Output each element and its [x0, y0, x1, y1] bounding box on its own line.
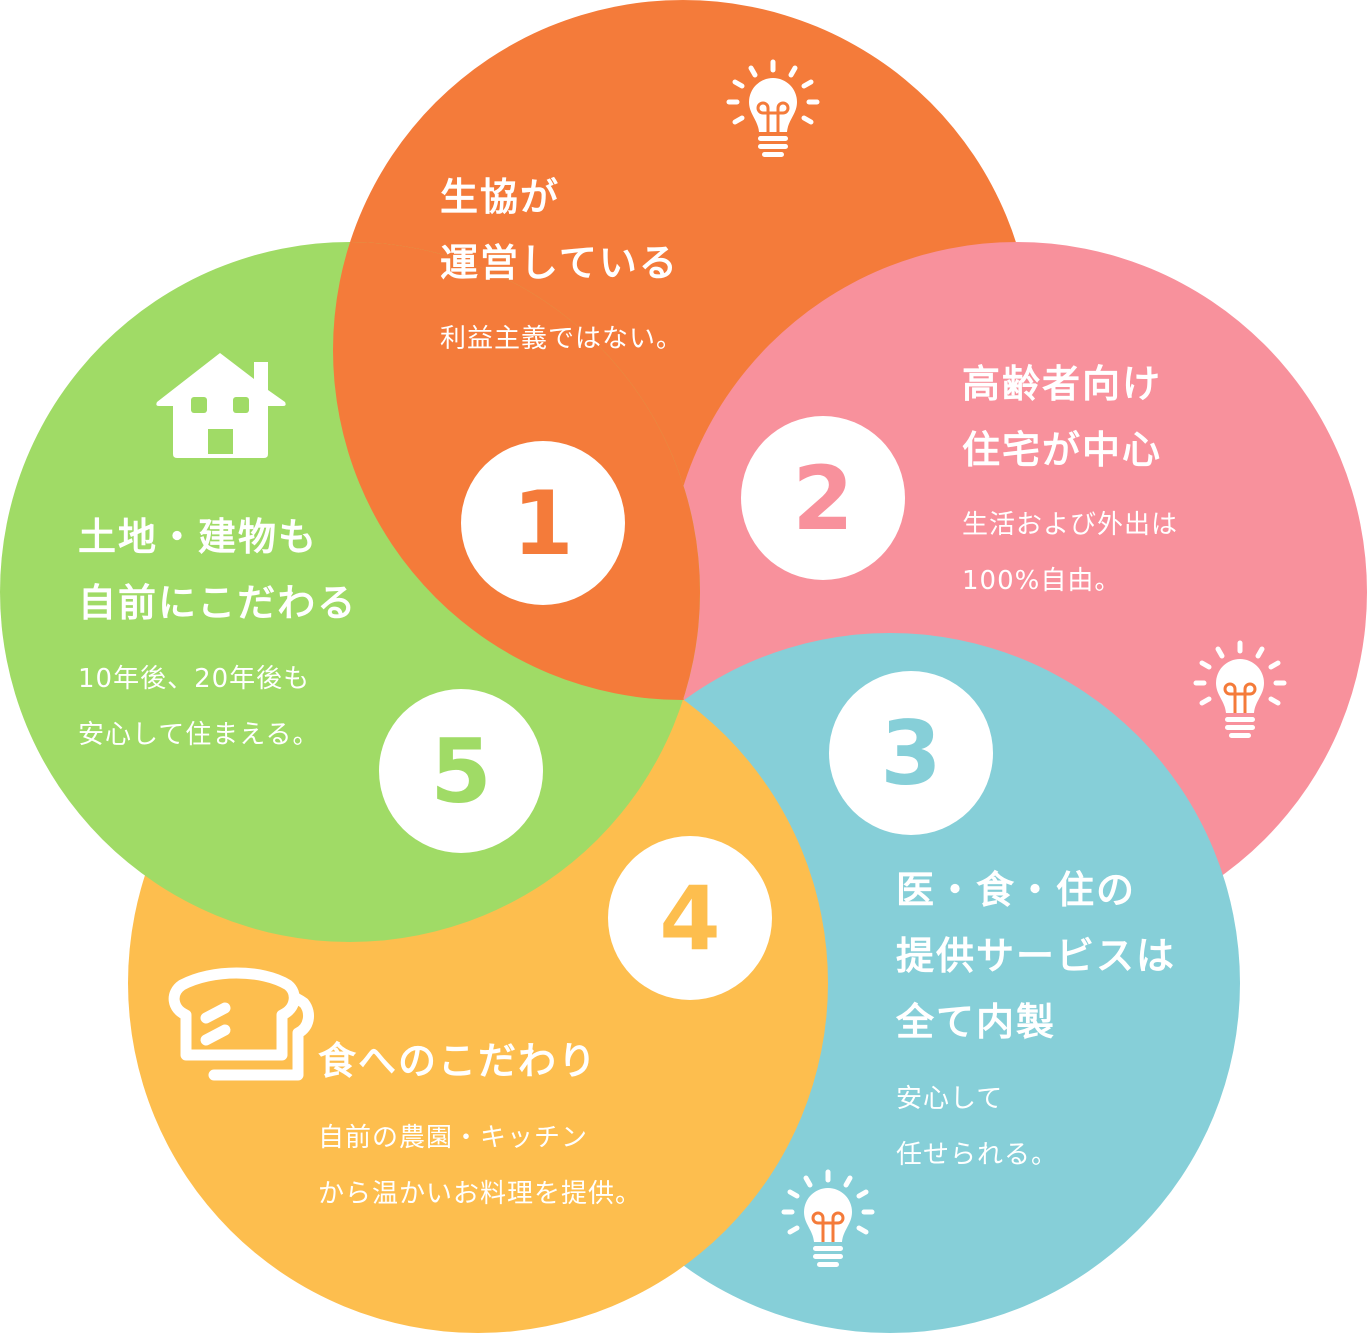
item-4-body: 自前の農園・キッチン から温かいお料理を提供。	[318, 1110, 642, 1222]
title-line: 食へのこだわり	[318, 1039, 599, 1083]
body-line: 安心して住まえる。	[78, 720, 320, 750]
title-line: 生協が	[440, 175, 561, 219]
title-line: 医・食・住の	[896, 868, 1137, 912]
item-2-title: 高齢者向け 住宅が中心	[962, 351, 1162, 483]
item-3-title: 医・食・住の 提供サービスは 全て内製	[896, 857, 1176, 1055]
body-line: 10年後、20年後も	[78, 664, 311, 694]
number-badge-1: 1	[461, 441, 625, 605]
title-line: 提供サービスは	[896, 934, 1177, 978]
body-line: 100%自由。	[962, 566, 1122, 596]
title-line: 自前にこだわる	[78, 581, 358, 625]
body-line: 自前の農園・キッチン	[318, 1123, 589, 1153]
item-2-body: 生活および外出は 100%自由。	[962, 497, 1178, 609]
body-line: 安心して	[896, 1084, 1004, 1114]
item-1-body: 利益主義ではない。	[440, 311, 683, 367]
body-line: 利益主義ではない。	[440, 324, 684, 354]
title-line: 住宅が中心	[962, 428, 1163, 472]
title-line: 全て内製	[896, 1000, 1057, 1044]
bread-icon	[168, 967, 314, 1081]
number-badge-5: 5	[379, 689, 543, 853]
item-5-body: 10年後、20年後も 安心して住まえる。	[78, 651, 319, 763]
house-icon	[156, 353, 286, 458]
item-4-title: 食へのこだわり	[318, 1028, 598, 1094]
number-badge-3: 3	[829, 671, 993, 835]
item-5-title: 土地・建物も 自前にこだわる	[78, 504, 357, 636]
title-line: 運営している	[440, 241, 679, 285]
body-line: 任せられる。	[896, 1140, 1059, 1170]
title-line: 高齢者向け	[962, 362, 1163, 406]
number-badge-2: 2	[741, 416, 905, 580]
body-line: 生活および外出は	[962, 510, 1179, 540]
body-line: から温かいお料理を提供。	[318, 1179, 643, 1209]
number-badge-4: 4	[608, 836, 772, 1000]
item-3-body: 安心して 任せられる。	[896, 1071, 1058, 1183]
title-line: 土地・建物も	[78, 515, 319, 559]
item-1-title: 生協が 運営している	[440, 164, 679, 296]
